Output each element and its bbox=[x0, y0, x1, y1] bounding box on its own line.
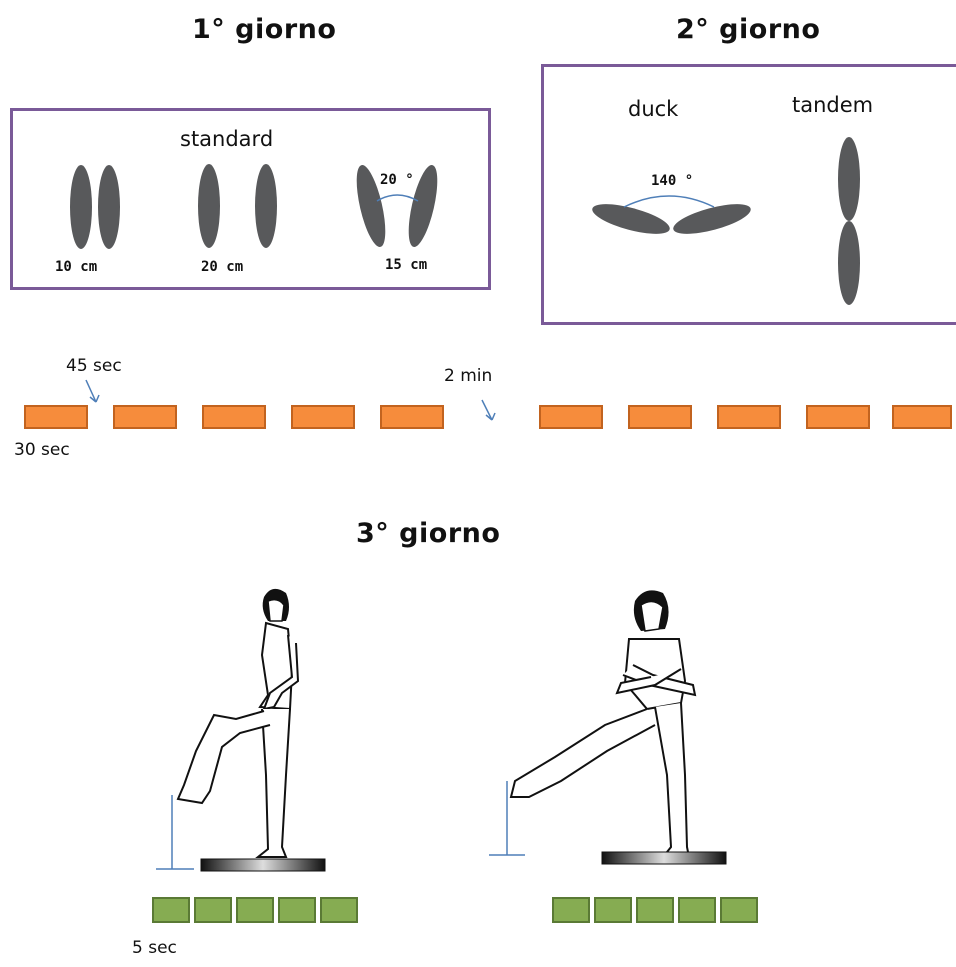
stance-15cm-label: 15 cm bbox=[385, 257, 427, 273]
hold-block bbox=[720, 897, 758, 923]
foot-left-icon bbox=[198, 164, 220, 248]
hold-block bbox=[320, 897, 358, 923]
rest-long-arrow-icon bbox=[478, 398, 508, 428]
stance-10cm-label: 10 cm bbox=[55, 259, 97, 275]
hold-block bbox=[236, 897, 274, 923]
trial-block bbox=[113, 405, 177, 429]
trial-block bbox=[202, 405, 266, 429]
angle-arc-icon bbox=[377, 195, 418, 201]
trial-block bbox=[380, 405, 444, 429]
hold-block bbox=[636, 897, 674, 923]
tandem-foot-bottom-icon bbox=[838, 221, 860, 305]
hold-block bbox=[552, 897, 590, 923]
balance-board-icon bbox=[601, 851, 731, 867]
day3-title: 3° giorno bbox=[356, 518, 500, 549]
trial-block bbox=[806, 405, 870, 429]
duck-foot-right-icon bbox=[671, 198, 754, 240]
day2-stances-diagram bbox=[544, 67, 956, 328]
day2-title: 2° giorno bbox=[676, 14, 820, 45]
trial-block bbox=[539, 405, 603, 429]
day1-standard-box: standard 10 cm 20 cm 15 cm 20 ° bbox=[10, 108, 491, 290]
tandem-foot-top-icon bbox=[838, 137, 860, 221]
foot-left-icon bbox=[70, 165, 92, 249]
trial-block bbox=[24, 405, 88, 429]
hold-block bbox=[152, 897, 190, 923]
trial-block bbox=[892, 405, 952, 429]
day2-box: duck tandem 140 ° bbox=[541, 64, 956, 325]
rest-short-arrow-icon bbox=[82, 378, 112, 408]
trial-block bbox=[717, 405, 781, 429]
figure-leg-side-illustration bbox=[495, 585, 735, 875]
rest-long-label: 2 min bbox=[444, 366, 492, 386]
figure-leg-forward-illustration bbox=[140, 585, 380, 875]
hold-block bbox=[278, 897, 316, 923]
balance-board-icon bbox=[200, 858, 330, 874]
trial-block bbox=[291, 405, 355, 429]
rest-short-label: 45 sec bbox=[66, 356, 122, 376]
hold-block bbox=[594, 897, 632, 923]
foot-right-icon bbox=[255, 164, 277, 248]
trial-duration-label: 30 sec bbox=[14, 440, 70, 460]
stance-angle-label: 20 ° bbox=[380, 172, 414, 188]
hold-block bbox=[194, 897, 232, 923]
day1-title: 1° giorno bbox=[192, 14, 336, 45]
angle-arc-icon bbox=[624, 196, 714, 207]
trial-block bbox=[628, 405, 692, 429]
stance-20cm-label: 20 cm bbox=[201, 259, 243, 275]
foot-right-icon bbox=[98, 165, 120, 249]
hold-duration-label: 5 sec bbox=[132, 938, 177, 958]
hold-block bbox=[678, 897, 716, 923]
